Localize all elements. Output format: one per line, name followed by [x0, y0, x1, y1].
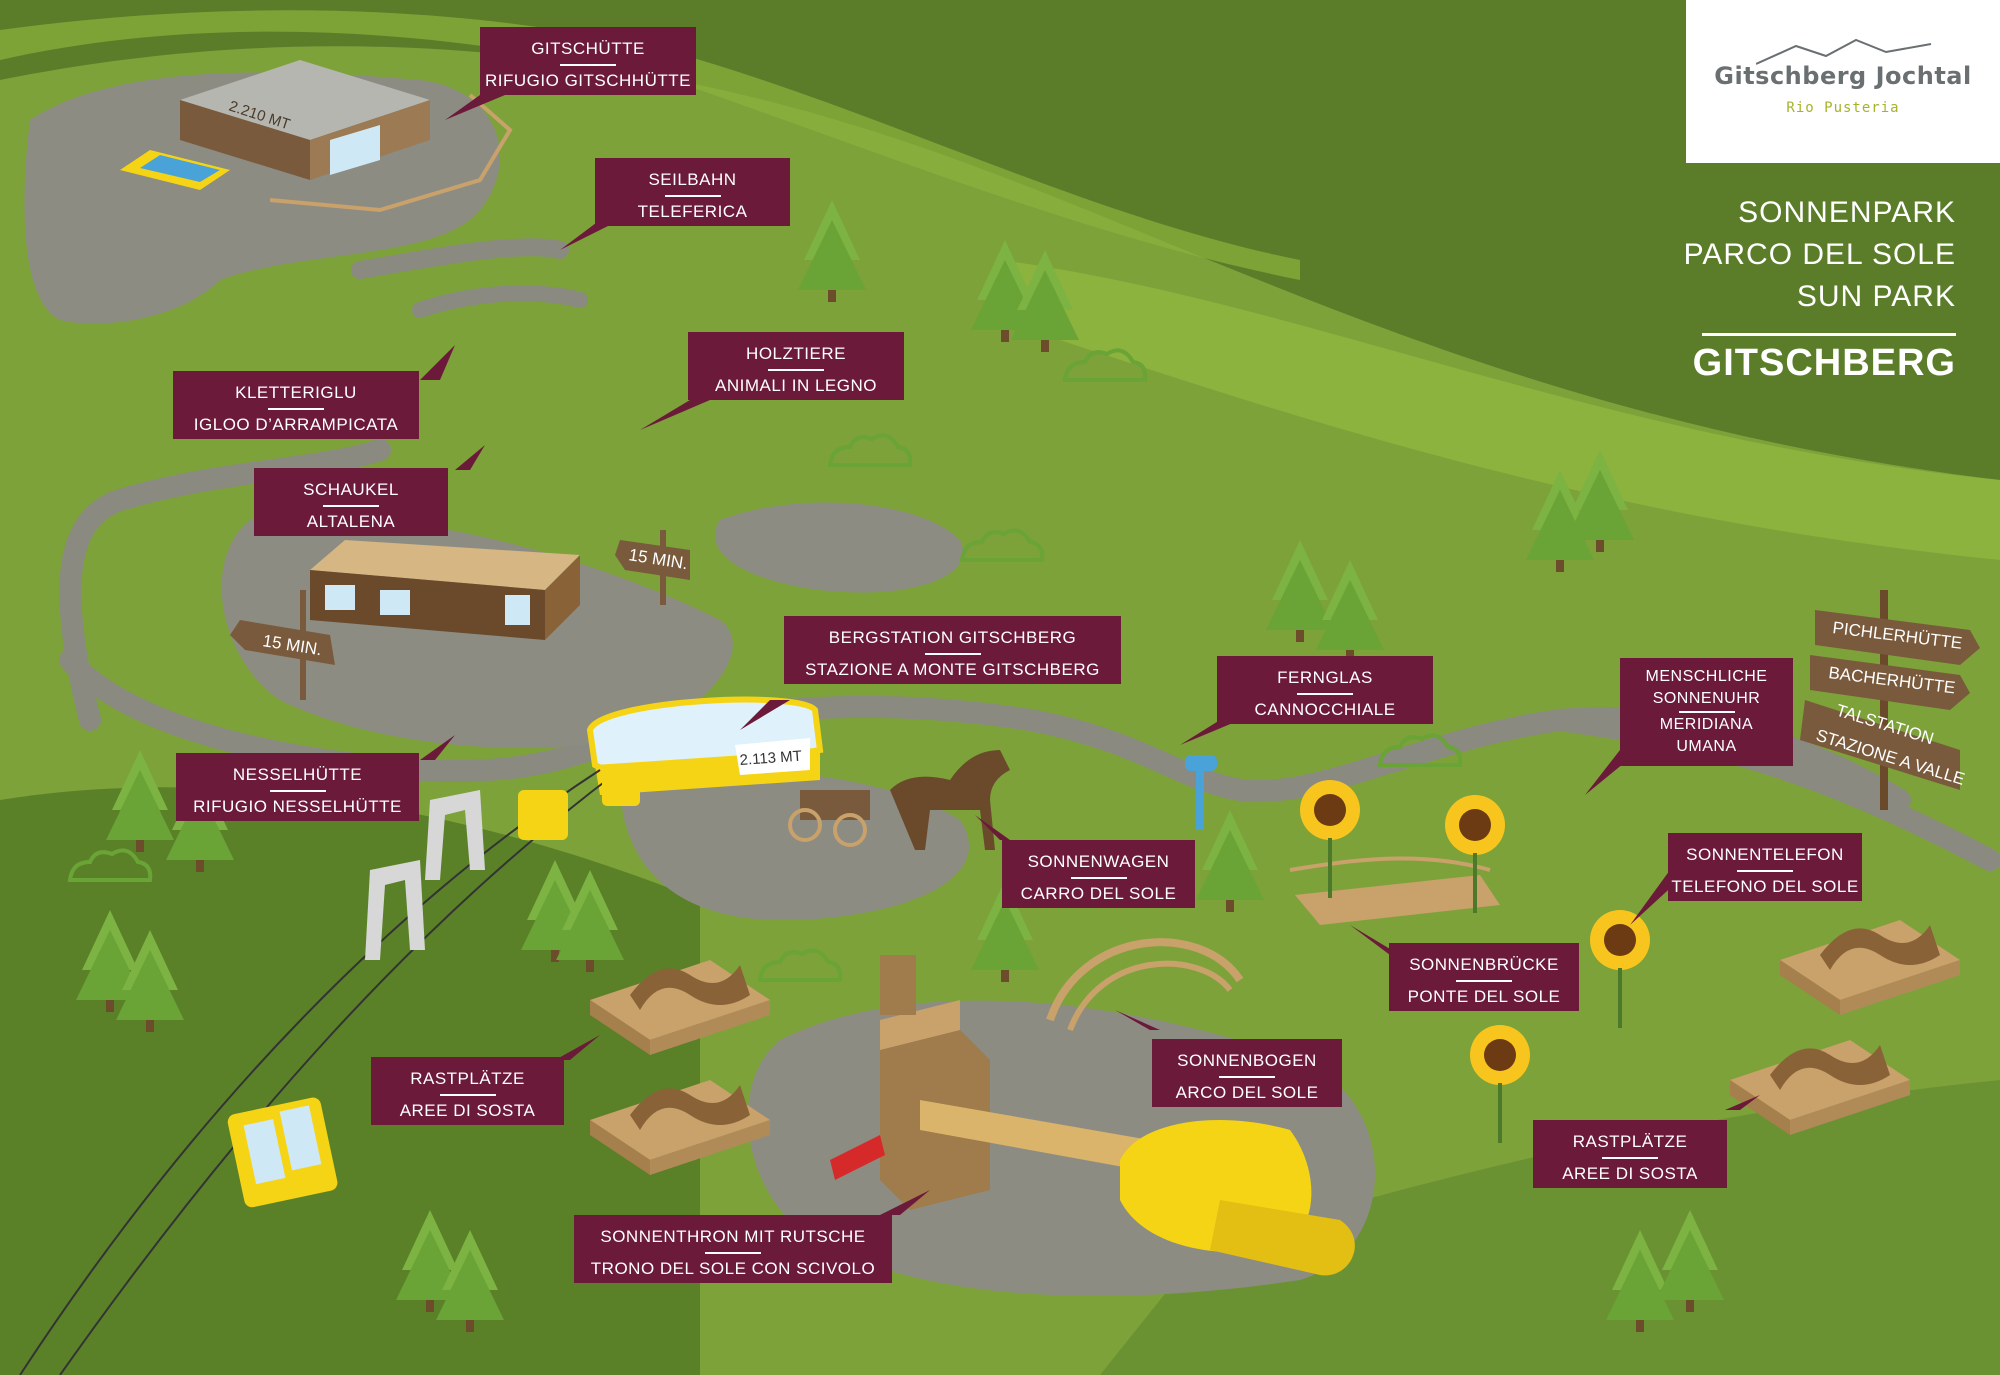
label-gitschhuette-de: GITSCHÜTTE [531, 39, 645, 58]
label-seilbahn-de: SEILBAHN [648, 170, 737, 189]
park-title-it: PARCO DEL SOLE [1683, 238, 1956, 271]
nesselhuette-building [310, 540, 580, 640]
telescope-icon [1185, 755, 1217, 830]
label-bergstation-de: BERGSTATION GITSCHBERG [828, 628, 1077, 647]
label-nesselhuette-it: RIFUGIO NESSELHÜTTE [193, 797, 402, 816]
label-sonnenthron-it: TRONO DEL SOLE CON SCIVOLO [590, 1259, 876, 1278]
label-rastplaetze-left-it: AREE DI SOSTA [399, 1101, 536, 1120]
label-rastplaetze-right-de: RASTPLÄTZE [1572, 1132, 1688, 1151]
label-divider [439, 1094, 496, 1096]
label-schaukel-de: SCHAUKEL [303, 480, 399, 499]
label-fernglas: FERNGLAS CANNOCCHIALE [1217, 656, 1433, 724]
label-rastplaetze-right-it: AREE DI SOSTA [1562, 1164, 1698, 1183]
label-kletteriglu-de: KLETTERIGLU [235, 383, 357, 402]
label-sonnenuhr-de2: SONNENUHR [1652, 690, 1761, 707]
label-seilbahn-it: TELEFERICA [637, 202, 748, 221]
logo-subtitle: Rio Pusteria [1786, 100, 1900, 116]
label-sonnentelefon-it: TELEFONO DEL SOLE [1671, 877, 1859, 896]
station-altitude: 2.113 MT [739, 748, 802, 769]
label-schaukel-it: ALTALENA [306, 512, 396, 531]
label-sonnenwagen-it: CARRO DEL SOLE [1020, 884, 1177, 903]
sonnenthron-structure [830, 955, 1355, 1276]
label-rastplaetze-left: RASTPLÄTZE AREE DI SOSTA [371, 1057, 564, 1125]
label-divider [768, 369, 824, 371]
label-sonnenbruecke-de: SONNENBRÜCKE [1409, 955, 1559, 974]
label-sonnenuhr-it2: UMANA [1676, 738, 1737, 755]
label-sonnenwagen-de: SONNENWAGEN [1027, 852, 1170, 871]
meadow-lower-left [0, 787, 700, 1375]
label-gitschhuette: GITSCHÜTTE RIFUGIO GITSCHHÜTTE [480, 27, 696, 95]
logo-name: Gitschberg Jochtal [1714, 62, 1972, 90]
label-holztiere-it: ANIMALI IN LEGNO [715, 376, 877, 395]
label-divider [924, 653, 981, 655]
park-name: GITSCHBERG [1692, 342, 1956, 384]
gondola-icon [227, 768, 640, 1208]
label-sonnenbruecke-it: PONTE DEL SOLE [1407, 987, 1561, 1006]
lift-pylons [365, 790, 485, 960]
label-divider [1070, 877, 1127, 879]
park-title-de: SONNENPARK [1738, 196, 1956, 229]
label-kletteriglu-it: IGLOO D’ARRAMPICATA [193, 415, 399, 434]
label-sonnenwagen: SONNENWAGEN CARRO DEL SOLE [1002, 840, 1195, 908]
label-fernglas-it: CANNOCCHIALE [1254, 700, 1396, 719]
label-divider [560, 64, 616, 66]
label-sonnenthron-de: SONNENTHRON MIT RUTSCHE [600, 1227, 866, 1246]
park-title-en: SUN PARK [1796, 280, 1956, 313]
label-divider [269, 790, 326, 792]
label-sonnenbruecke: SONNENBRÜCKE PONTE DEL SOLE [1389, 943, 1579, 1011]
gitschhuette-building: 2.210 MT [120, 60, 430, 190]
sonnenwagen-carriage [788, 750, 1010, 850]
mountain-logo-icon [1756, 38, 1932, 65]
label-sonnenuhr-it1: MERIDIANA [1659, 716, 1754, 733]
label-schaukel: SCHAUKEL ALTALENA [254, 468, 448, 536]
label-divider [1678, 711, 1735, 713]
label-divider [1737, 870, 1793, 872]
label-rastplaetze-right: RASTPLÄTZE AREE DI SOSTA [1533, 1120, 1727, 1188]
label-divider [1297, 693, 1353, 695]
label-kletteriglu: KLETTERIGLU IGLOO D’ARRAMPICATA [173, 371, 419, 439]
label-bergstation: BERGSTATION GITSCHBERG STAZIONE A MONTE … [784, 616, 1121, 684]
label-nesselhuette: NESSELHÜTTE RIFUGIO NESSELHÜTTE [176, 753, 419, 821]
label-sonnenthron: SONNENTHRON MIT RUTSCHE TRONO DEL SOLE C… [574, 1215, 892, 1283]
label-rastplaetze-left-de: RASTPLÄTZE [410, 1069, 525, 1088]
fence [269, 93, 513, 213]
label-sonnenbogen-it: ARCO DEL SOLE [1175, 1083, 1319, 1102]
label-divider [323, 505, 379, 507]
time-sign-right: 15 MIN. [615, 530, 690, 605]
meadow-band [1000, 260, 2000, 560]
label-nesselhuette-de: NESSELHÜTTE [232, 765, 363, 784]
label-divider [1456, 980, 1512, 982]
label-gitschhuette-it: RIFUGIO GITSCHHÜTTE [485, 71, 691, 90]
label-sonnentelefon: SONNENTELEFON TELEFONO DEL SOLE [1668, 833, 1862, 901]
label-divider [705, 1252, 761, 1254]
label-divider [268, 408, 324, 410]
meadow-lower-right [1100, 1080, 2000, 1375]
label-holztiere-de: HOLZTIERE [746, 344, 846, 363]
label-sonnenuhr-de1: MENSCHLICHE [1645, 668, 1768, 685]
label-divider [1602, 1157, 1658, 1159]
park-title-divider [1702, 333, 1956, 336]
logo: Gitschberg Jochtal Rio Pusteria [1686, 0, 2000, 163]
gravel-patch [714, 502, 964, 593]
label-seilbahn: SEILBAHN TELEFERICA [595, 158, 790, 226]
sonnenbruecke-bridge [1289, 856, 1500, 925]
label-sonnenbogen-de: SONNENBOGEN [1177, 1051, 1317, 1070]
label-fernglas-de: FERNGLAS [1277, 668, 1373, 687]
label-sonnenuhr: MENSCHLICHE SONNENUHR MERIDIANA UMANA [1620, 658, 1793, 766]
label-divider [1219, 1076, 1275, 1078]
label-holztiere: HOLZTIERE ANIMALI IN LEGNO [688, 332, 904, 400]
label-sonnentelefon-de: SONNENTELEFON [1686, 845, 1844, 864]
label-bergstation-it: STAZIONE A MONTE GITSCHBERG [805, 660, 1100, 679]
station-area [620, 770, 969, 920]
sonnenbogen-arch [1046, 938, 1244, 1032]
label-sonnenbogen: SONNENBOGEN ARCO DEL SOLE [1152, 1039, 1342, 1107]
label-divider [664, 195, 721, 197]
